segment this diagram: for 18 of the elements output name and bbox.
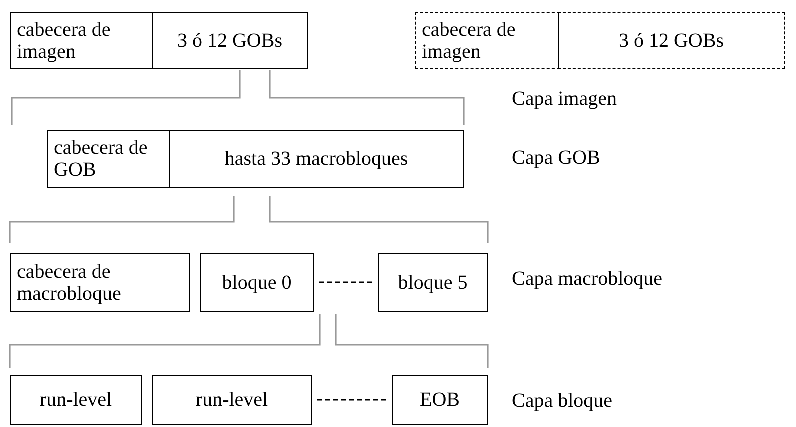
data-field: 3 ó 12 GOBs	[558, 12, 785, 69]
block-field: bloque 5	[378, 253, 488, 312]
ellipsis-line	[319, 282, 373, 284]
ellipsis-line	[317, 399, 387, 401]
data-field: hasta 33 macrobloques	[169, 130, 464, 188]
header-field: cabecera de imagen	[10, 12, 154, 69]
run-level-field: run-level	[152, 375, 312, 425]
data-field: 3 ó 12 GOBs	[152, 12, 308, 69]
layer-label: Capa bloque	[512, 390, 613, 413]
eob-field: EOB	[392, 375, 488, 425]
block-field: bloque 0	[200, 253, 314, 312]
header-field: cabecera de macrobloque	[10, 253, 190, 312]
layer-label: Capa macrobloque	[512, 268, 662, 291]
layer-label: Capa GOB	[512, 147, 600, 170]
layer-label: Capa imagen	[512, 88, 617, 111]
header-field: cabecera de imagen	[415, 12, 560, 69]
header-field: cabecera de GOB	[47, 130, 171, 188]
run-level-field: run-level	[10, 375, 142, 425]
